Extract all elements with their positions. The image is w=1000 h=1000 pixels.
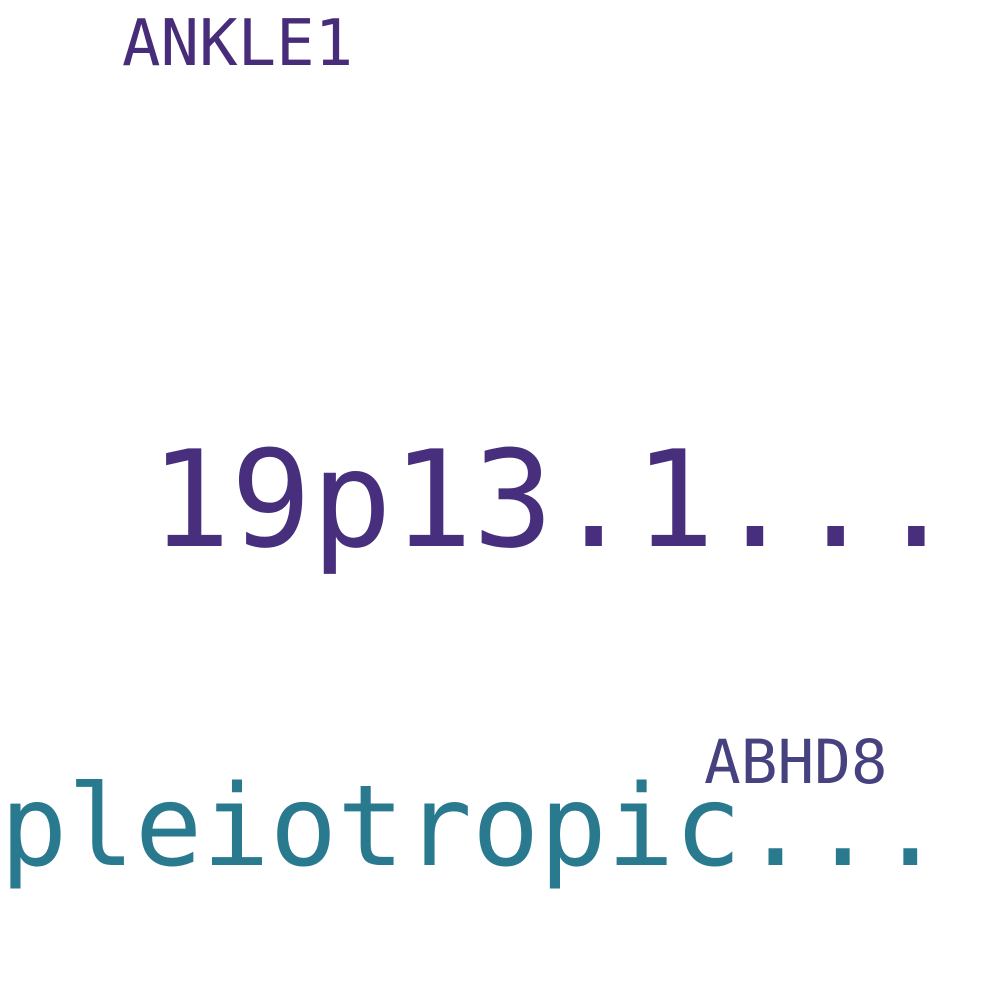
word-ankle1: ANKLE1 xyxy=(122,7,354,81)
word-19p13-1: 19p13.1... xyxy=(150,422,957,578)
word-pleiotropic: pleiotropic... xyxy=(0,762,945,892)
word-abhd8: ABHD8 xyxy=(704,727,888,798)
